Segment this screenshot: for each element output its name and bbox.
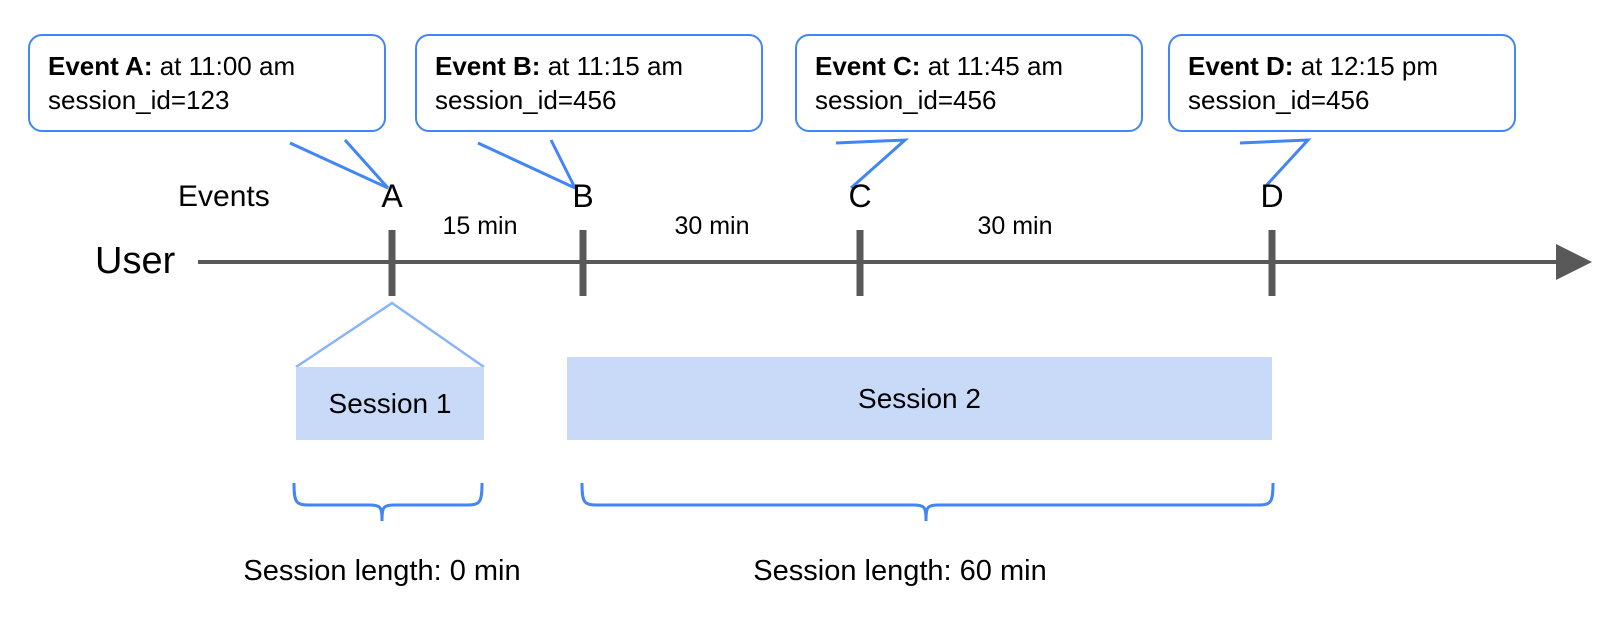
callout-b-rest: at 11:15 am — [540, 51, 684, 81]
callout-event-c[interactable]: Event C: at 11:45 am session_id=456 — [795, 34, 1143, 132]
marker-label-b: B — [572, 178, 594, 214]
callout-d-rest: at 12:15 pm — [1293, 51, 1439, 81]
session-bar-2[interactable]: Session 2 — [567, 357, 1272, 440]
callout-c-rest: at 11:45 am — [920, 51, 1064, 81]
session-bar-2-label: Session 2 — [858, 382, 981, 414]
callout-b-line2: session_id=456 — [435, 84, 617, 115]
marker-label-d: D — [1260, 178, 1284, 214]
callout-event-b[interactable]: Event B: at 11:15 am session_id=456 — [415, 34, 763, 132]
callout-a-line2: session_id=123 — [48, 84, 230, 115]
callout-event-d[interactable]: Event D: at 12:15 pm session_id=456 — [1168, 34, 1516, 132]
callout-a-bold: Event A: — [48, 51, 153, 81]
session-bar-1[interactable]: Session 1 — [296, 367, 484, 440]
gap-label-b-c: 30 min — [674, 212, 750, 240]
callout-c-bold: Event C: — [815, 51, 921, 81]
callout-tail-a — [289, 138, 390, 190]
gap-label-c-d: 30 min — [977, 212, 1053, 240]
callout-d-line2: session_id=456 — [1188, 84, 1370, 115]
session1-brace — [292, 482, 484, 522]
callout-event-a[interactable]: Event A: at 11:00 am session_id=123 — [28, 34, 386, 132]
callout-b-bold: Event B: — [435, 51, 541, 81]
callout-tail-c — [835, 138, 910, 190]
session-length-label-2: Session length: 60 min — [753, 555, 1047, 587]
row-label-events: Events — [178, 180, 270, 213]
marker-label-c: C — [848, 178, 872, 214]
gap-label-a-b: 15 min — [442, 212, 518, 240]
row-label-user: User — [95, 240, 176, 282]
session-length-label-1: Session length: 0 min — [243, 555, 521, 587]
callout-tail-b — [477, 139, 579, 192]
callout-a-rest: at 11:00 am — [152, 51, 296, 81]
callout-d-bold: Event D: — [1188, 51, 1294, 81]
session-bar-1-label: Session 1 — [328, 387, 452, 419]
callout-tail-d — [1239, 138, 1312, 190]
session1-connector — [295, 301, 485, 369]
marker-label-a: A — [381, 178, 403, 214]
callout-c-line2: session_id=456 — [815, 84, 997, 115]
session2-brace — [580, 482, 1275, 522]
